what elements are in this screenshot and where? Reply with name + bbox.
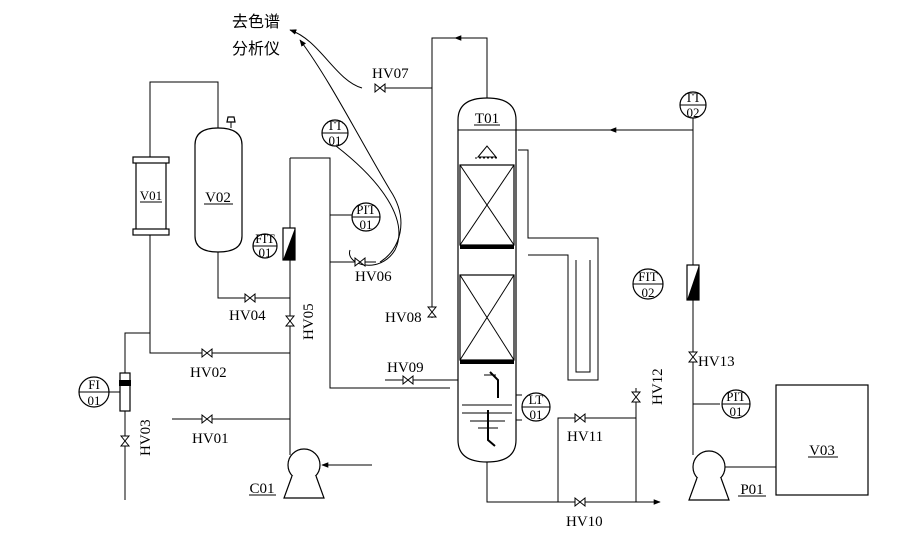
instrument-fit01: FIT 01: [252, 231, 278, 260]
valve-hv01[interactable]: [201, 413, 213, 425]
instrument-fi01: FI 01: [78, 376, 120, 408]
pipelines: [124, 29, 776, 505]
hv09-label: HV09: [387, 360, 424, 376]
valve-hv11[interactable]: [574, 412, 586, 424]
svg-text:TT: TT: [327, 118, 343, 133]
hv05-label: HV05: [301, 303, 317, 340]
t01-label: T01: [475, 111, 499, 127]
valve-hv03[interactable]: [119, 435, 131, 447]
hv08-label: HV08: [385, 310, 422, 326]
valve-hv06[interactable]: [354, 256, 366, 268]
svg-text:PIT: PIT: [726, 389, 746, 404]
valve-labels: HV01 HV02 HV04 HV06 HV07 HV08 HV09 HV10 …: [138, 66, 735, 530]
svg-text:01: 01: [530, 407, 543, 422]
c01-label: C01: [249, 481, 274, 497]
pump-p01: P01: [688, 450, 766, 501]
vessel-v01: V01: [132, 156, 170, 236]
v01-label: V01: [140, 188, 162, 203]
svg-text:FIT: FIT: [638, 269, 658, 284]
instrument-fit02: FIT 02: [632, 268, 664, 300]
v02-label: V02: [205, 190, 231, 206]
valve-hv02[interactable]: [201, 347, 213, 359]
vessel-v03: V03: [775, 384, 869, 496]
flowmeter-fit01-body: [282, 227, 296, 261]
svg-text:FI: FI: [88, 377, 100, 392]
svg-text:FIT: FIT: [255, 231, 275, 246]
instrument-pit01-lower: PIT 01: [721, 389, 751, 419]
valve-hv12[interactable]: [630, 391, 642, 403]
column-t01: T01: [457, 97, 517, 463]
svg-text:01: 01: [259, 245, 272, 260]
svg-text:01: 01: [360, 217, 373, 232]
hv07-label: HV07: [372, 66, 409, 82]
instrument-pit01-upper: PIT 01: [351, 202, 381, 232]
valve-hv07[interactable]: [374, 82, 386, 94]
valve-hv08[interactable]: [426, 306, 438, 318]
hv12-label: HV12: [650, 368, 666, 405]
valve-hv10[interactable]: [574, 496, 586, 508]
v03-label: V03: [809, 443, 835, 459]
hv03-label: HV03: [138, 419, 154, 456]
flowmeter-fit02-body: [686, 264, 700, 301]
analyzer-label: 去色谱 分析仪: [232, 12, 280, 58]
analyzer-line1: 去色谱: [232, 12, 280, 31]
hv13-label: HV13: [698, 354, 735, 370]
rotameter-fi01: [119, 372, 131, 412]
instrument-tt01: TT 01: [321, 118, 349, 148]
valve-hv05[interactable]: [284, 315, 296, 327]
svg-text:LT: LT: [529, 392, 544, 407]
valves[interactable]: [119, 82, 699, 508]
hv10-label: HV10: [566, 514, 603, 530]
svg-text:01: 01: [88, 393, 101, 408]
hv01-label: HV01: [192, 431, 229, 447]
valve-hv13[interactable]: [687, 351, 699, 363]
vessel-v02: V02: [194, 116, 243, 253]
svg-text:PIT: PIT: [356, 202, 376, 217]
compressor-c01: C01: [249, 448, 325, 499]
svg-text:02: 02: [642, 285, 655, 300]
analyzer-line2: 分析仪: [232, 39, 280, 58]
svg-text:01: 01: [730, 404, 743, 419]
hv04-label: HV04: [229, 308, 266, 324]
p01-label: P01: [740, 482, 763, 498]
svg-text:02: 02: [687, 105, 700, 120]
instrument-tt02: TT 02: [679, 90, 707, 120]
hv11-label: HV11: [567, 429, 603, 445]
hv02-label: HV02: [190, 365, 227, 381]
svg-text:01: 01: [329, 133, 342, 148]
hv06-label: HV06: [355, 269, 392, 285]
svg-text:TT: TT: [685, 90, 701, 105]
instrument-lt01: LT 01: [521, 392, 551, 422]
valve-hv04[interactable]: [244, 292, 256, 304]
valve-hv09[interactable]: [402, 374, 414, 386]
